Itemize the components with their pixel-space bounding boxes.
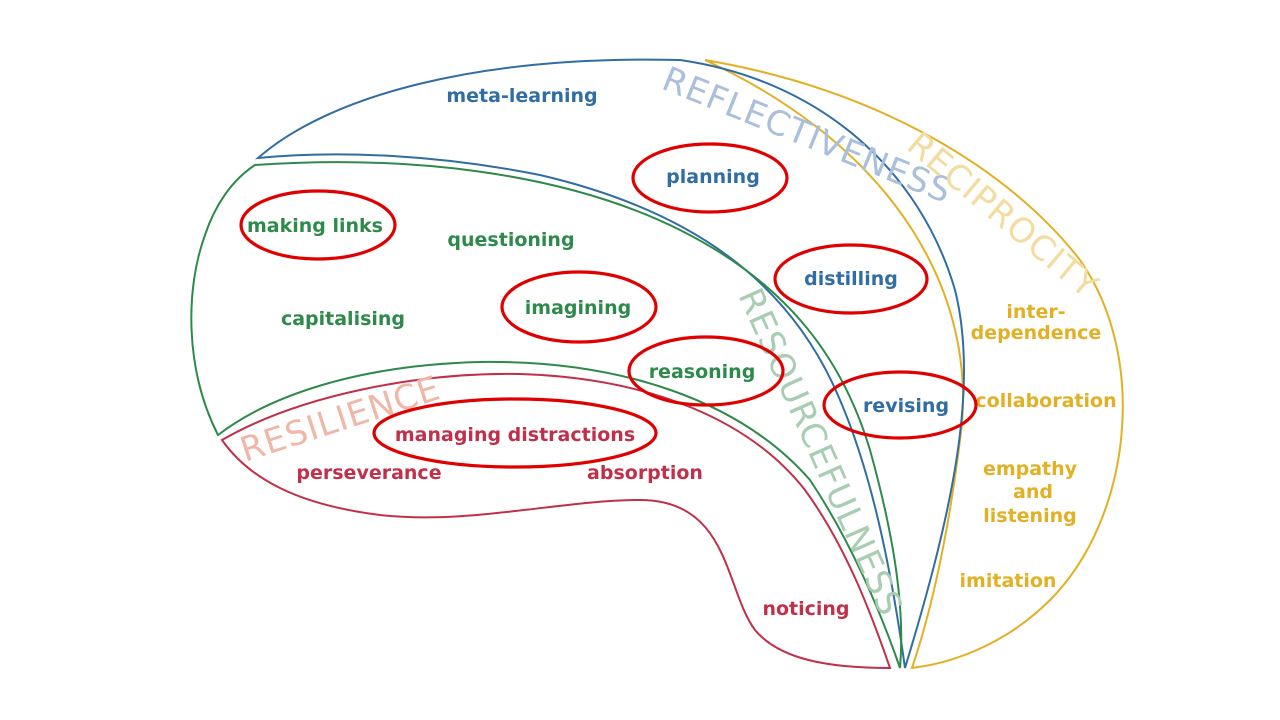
highlight-imagining bbox=[500, 270, 658, 344]
label-inter: inter- bbox=[1006, 301, 1065, 323]
highlight-revising bbox=[822, 370, 978, 440]
resourcefulness-title: RESOURCEFULNESS bbox=[730, 282, 911, 622]
label-distilling: distilling bbox=[804, 268, 898, 290]
label-collaboration: collaboration bbox=[975, 390, 1116, 412]
reflectiveness-title: REFLECTIVENESS bbox=[657, 59, 958, 212]
label-listening: listening bbox=[983, 505, 1076, 527]
label-absorption: absorption bbox=[587, 462, 703, 484]
label-perseverance: perseverance bbox=[296, 462, 441, 484]
label-reasoning: reasoning bbox=[649, 361, 756, 383]
label-imitation: imitation bbox=[960, 570, 1057, 592]
resourcefulness-region bbox=[190, 161, 903, 669]
label-planning: planning bbox=[666, 166, 760, 188]
label-and: and bbox=[1013, 481, 1053, 503]
label-making-links: making links bbox=[247, 215, 383, 237]
label-capitalising: capitalising bbox=[281, 308, 405, 330]
label-questioning: questioning bbox=[447, 229, 574, 251]
label-meta-learning: meta-learning bbox=[446, 85, 597, 107]
label-dependence: dependence bbox=[971, 322, 1102, 344]
resilience-region bbox=[220, 372, 892, 670]
highlight-making-links bbox=[239, 189, 397, 261]
reflectiveness-region bbox=[254, 58, 966, 669]
label-imagining: imagining bbox=[525, 297, 631, 319]
highlight-managing-distractions bbox=[372, 397, 658, 469]
reciprocity-region bbox=[704, 59, 1124, 670]
label-noticing: noticing bbox=[762, 598, 849, 620]
highlight-reasoning bbox=[627, 335, 785, 407]
label-revising: revising bbox=[863, 395, 949, 417]
label-empathy: empathy bbox=[983, 458, 1078, 480]
reciprocity-title: RECIPROCITY bbox=[899, 124, 1106, 306]
highlight-distilling bbox=[773, 243, 929, 315]
highlight-planning bbox=[631, 142, 789, 214]
label-managing-distractions: managing distractions bbox=[395, 424, 635, 446]
